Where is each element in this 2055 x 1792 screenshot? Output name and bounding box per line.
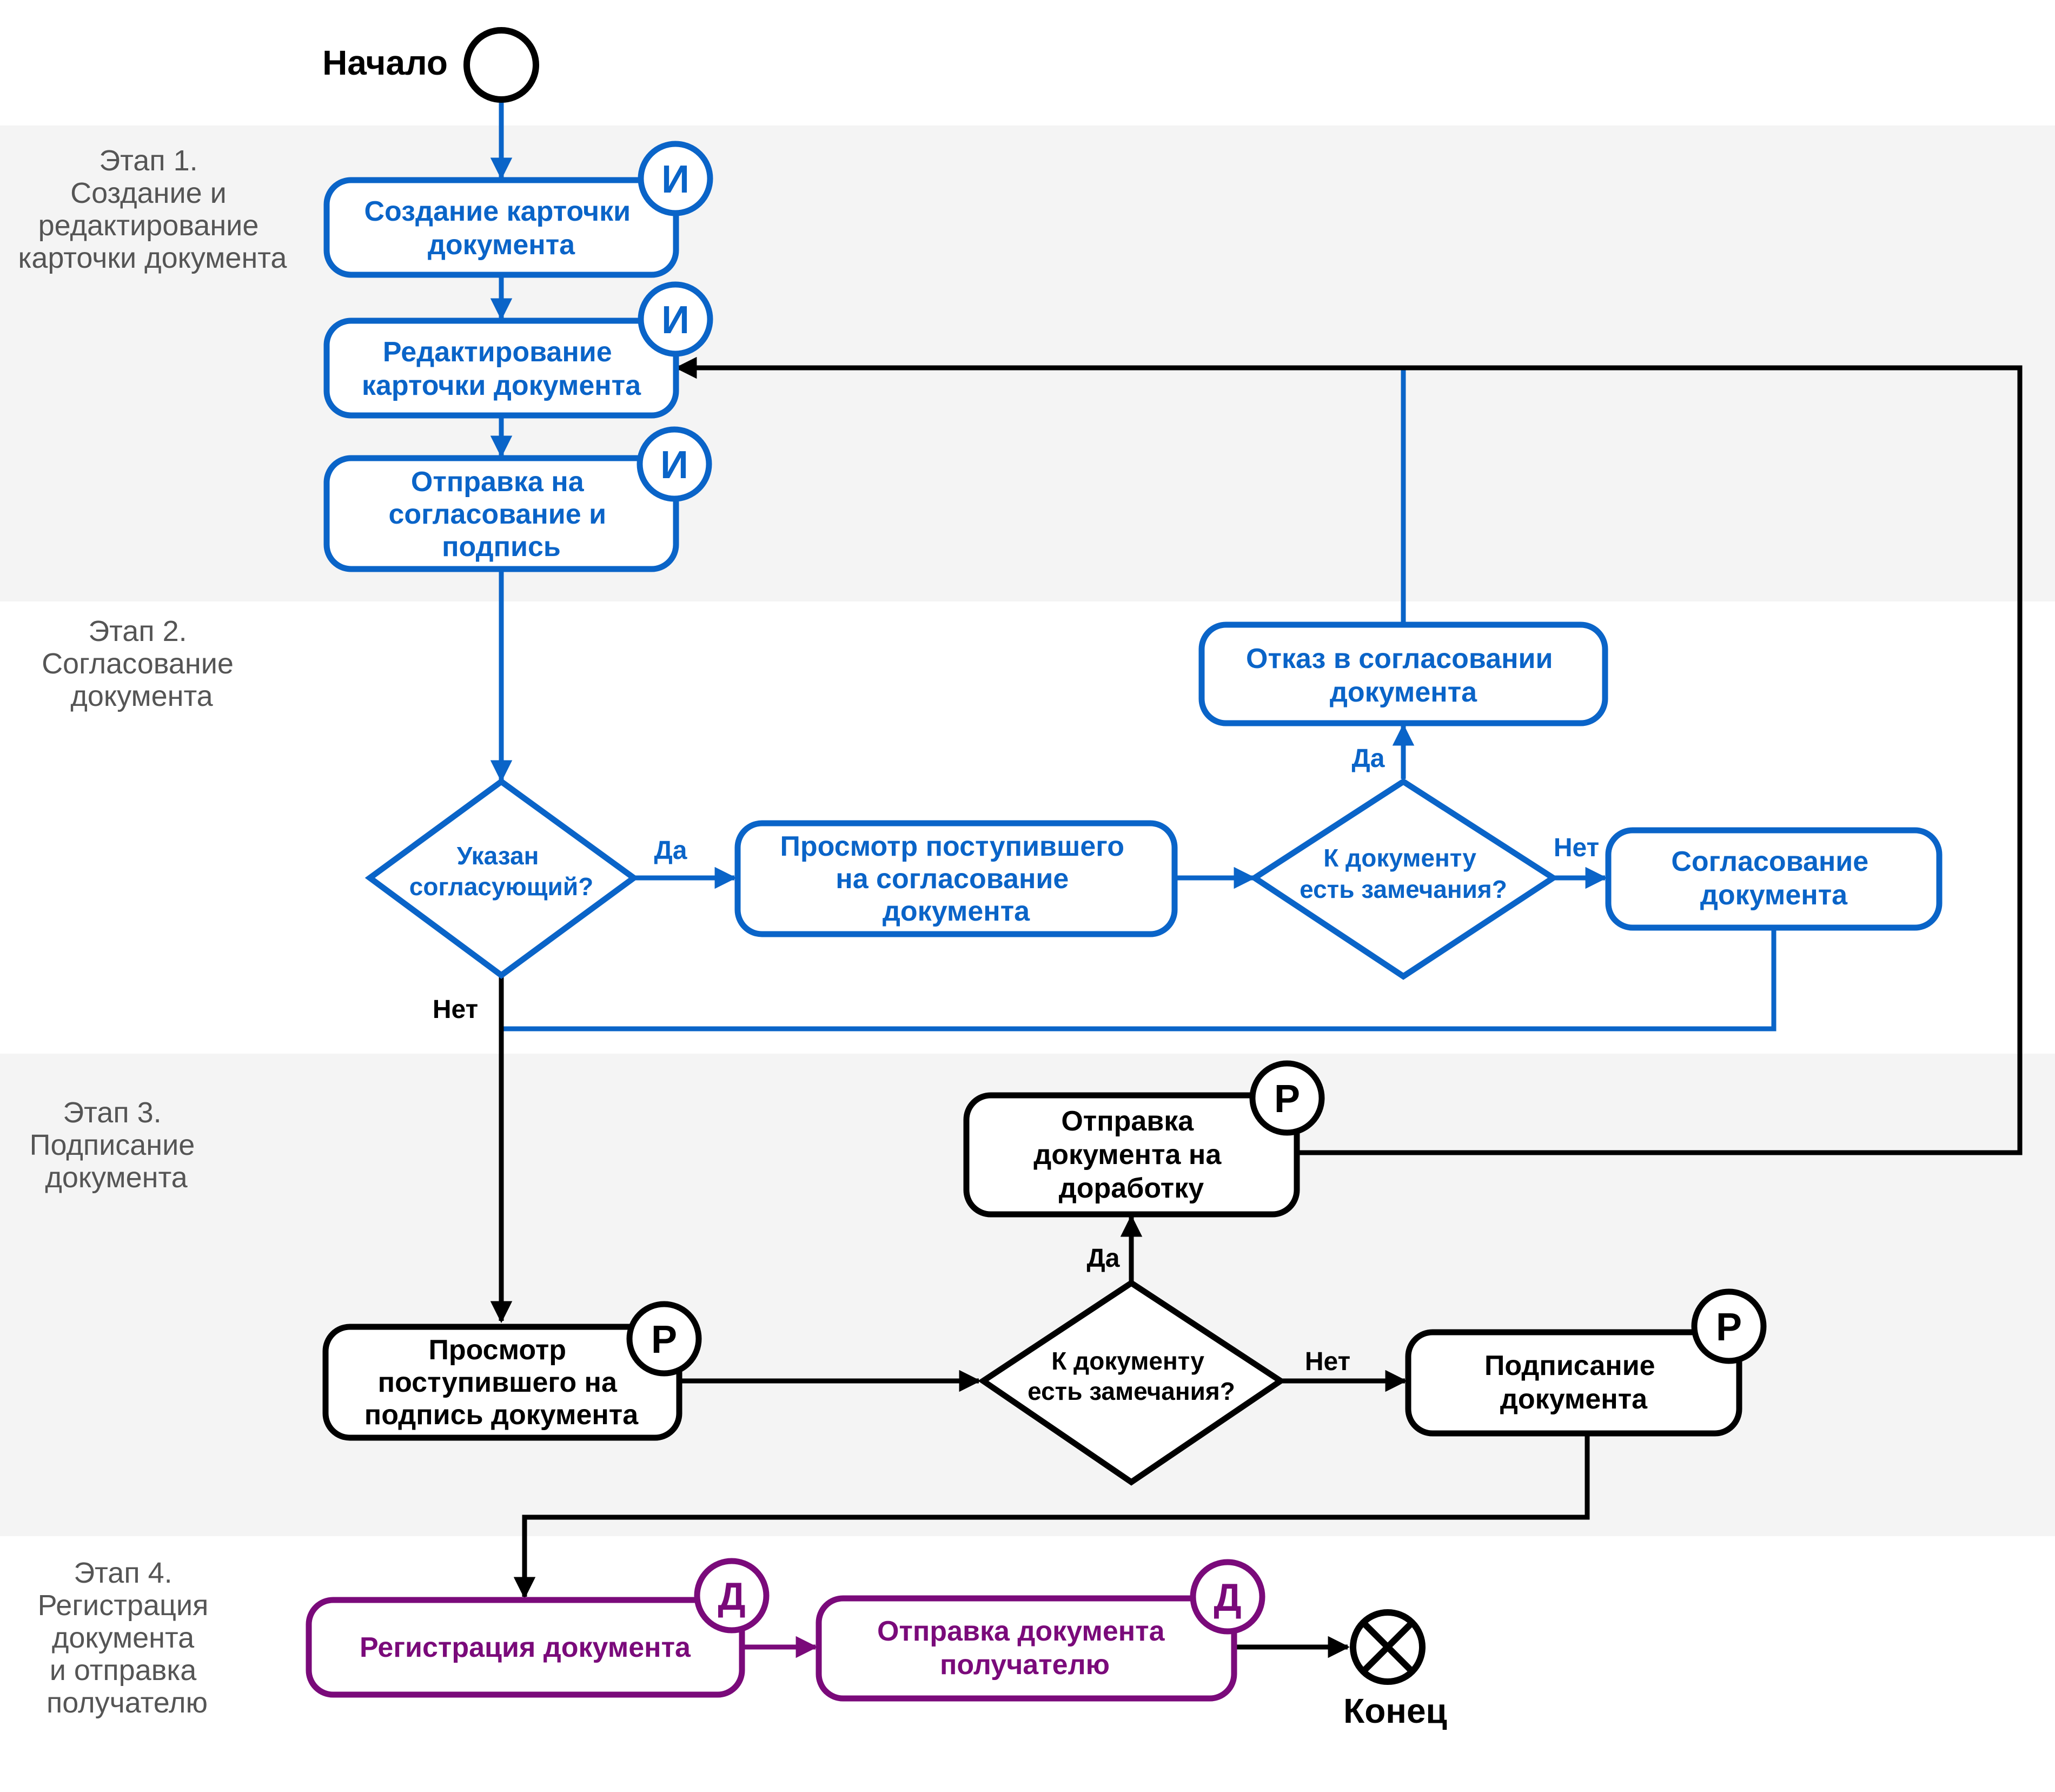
create-card-node: Создание карточки документа И — [323, 141, 713, 278]
edge-label-no-1: Нет — [433, 995, 478, 1024]
approve-node: Согласование документа — [1605, 827, 1943, 931]
svg-text:Просмотр поступившего на: Просмотр поступившего на согласование до… — [780, 831, 1132, 927]
stage-3-label: Этап 3. Подписание документа — [30, 1096, 203, 1194]
start-node — [463, 27, 539, 103]
svg-text:Просмотр поступившего на: Просмотр поступившего на подпись докумен… — [364, 1334, 639, 1431]
svg-text:К документу есть замечан: К документу есть замечания? — [1300, 844, 1507, 903]
review-sign-node: Просмотр поступившего на подпись докумен… — [322, 1301, 702, 1441]
svg-text:Подписание документа: Подписание документа — [1484, 1350, 1663, 1415]
svg-text:Согласование документа: Согласование документа — [1671, 846, 1876, 911]
role-badge-clerk: Д — [694, 1558, 770, 1634]
edge-approve-to-merge — [501, 928, 1776, 1031]
svg-text:Регистрация документа: Регистрация документа — [360, 1632, 691, 1663]
edge-sign-to-register — [513, 1433, 1590, 1599]
svg-text:И: И — [661, 299, 690, 342]
stage-1-band — [0, 125, 2055, 601]
send-approval-node: Отправка на согласование и подпись И — [323, 426, 712, 572]
remarks-sign-decision: К документу есть замечания? — [978, 1279, 1286, 1486]
role-badge-initiator: И — [638, 141, 713, 216]
svg-text:Редактирование карточки: Редактирование карточки документа — [362, 336, 641, 401]
svg-text:Р: Р — [651, 1318, 677, 1361]
role-badge-signer: Р — [1691, 1288, 1767, 1364]
svg-text:И: И — [661, 158, 690, 201]
svg-text:Отправка документа получ: Отправка документа получателю — [877, 1616, 1172, 1681]
edge-rework-to-edit — [674, 356, 2023, 1155]
end-label: Конец — [1343, 1691, 1447, 1730]
stage-1-label: Этап 1. Создание и редактирование карточ… — [18, 144, 288, 274]
edge-label-yes-3: Да — [1087, 1244, 1120, 1273]
stage-4-label: Этап 4. Регистрация документа и отправка… — [38, 1557, 217, 1719]
svg-text:Д: Д — [1214, 1576, 1241, 1619]
edge-label-yes-2: Да — [1352, 744, 1385, 773]
stage-2-label: Этап 2. Согласование документа — [42, 615, 242, 712]
role-badge-signer: Р — [626, 1301, 702, 1377]
role-badge-initiator: И — [637, 426, 712, 502]
send-rework-node: Отправка документа на доработку Р — [963, 1060, 1325, 1218]
svg-text:Указан согласующий?: Указан согласующий? — [409, 842, 593, 901]
approver-specified-decision: Указан согласующий? — [364, 778, 639, 979]
role-badge-initiator: И — [638, 281, 713, 357]
svg-text:Отправка документа на: Отправка документа на доработку — [1033, 1106, 1229, 1204]
sign-node: Подписание документа Р — [1405, 1288, 1767, 1437]
reject-approval-node: Отказ в согласовании документа — [1198, 621, 1608, 726]
start-label: Начало — [322, 43, 448, 82]
end-node — [1350, 1609, 1426, 1685]
send-recipient-node: Отправка документа получателю Д — [816, 1559, 1265, 1702]
svg-text:К документу есть замечан: К документу есть замечания? — [1028, 1347, 1235, 1405]
svg-text:Отказ в согласовании док: Отказ в согласовании документа — [1246, 643, 1561, 708]
edge-label-yes-1: Да — [654, 836, 687, 865]
svg-text:И: И — [660, 444, 688, 487]
register-node: Регистрация документа Д — [306, 1558, 770, 1698]
svg-text:Д: Д — [718, 1575, 745, 1618]
edge-label-no-2: Нет — [1554, 834, 1599, 862]
review-approval-node: Просмотр поступившего на согласование до… — [734, 820, 1178, 937]
role-badge-signer: Р — [1249, 1060, 1325, 1136]
role-badge-clerk: Д — [1190, 1559, 1265, 1635]
svg-text:Создание карточки докуме: Создание карточки документа — [364, 196, 638, 261]
svg-text:Отправка на согласование: Отправка на согласование и подпись — [388, 466, 614, 563]
svg-text:Р: Р — [1274, 1077, 1300, 1121]
edge-label-no-3: Нет — [1305, 1347, 1350, 1376]
remarks-approval-decision: К документу есть замечания? — [1249, 778, 1559, 980]
edit-card-node: Редактирование карточки документа И — [323, 281, 713, 419]
svg-text:Р: Р — [1716, 1306, 1742, 1349]
